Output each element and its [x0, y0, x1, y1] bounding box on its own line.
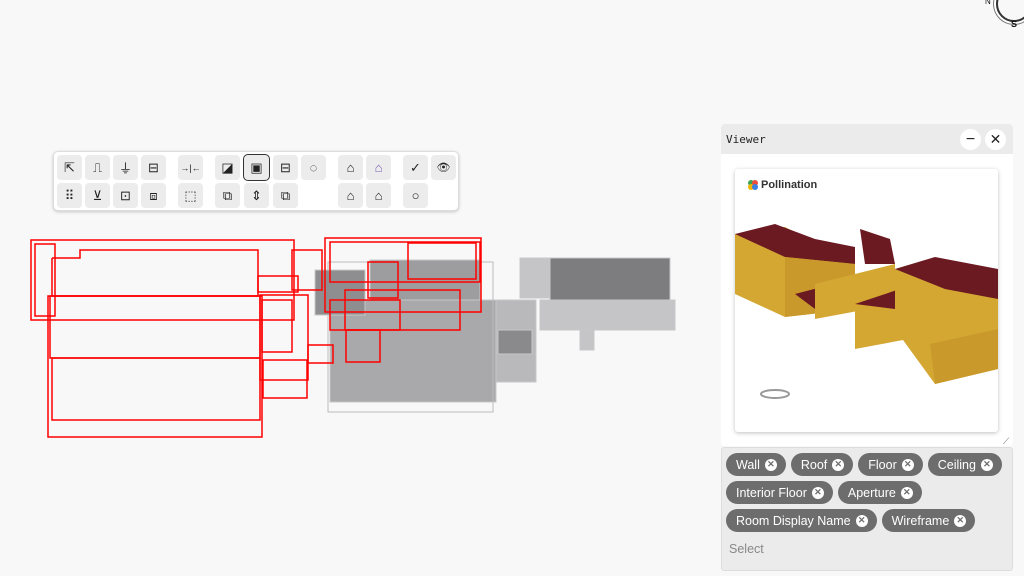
tag-aperture: Aperture✕: [837, 481, 922, 504]
split-box-button[interactable]: ⊟: [273, 155, 298, 180]
compass-north-label: N: [985, 0, 991, 6]
viewer-panel: Viewer − ✕ Pollination: [721, 124, 1013, 446]
union-button[interactable]: ◪: [215, 155, 240, 180]
overlap-squares-icon: ⧉: [280, 187, 291, 203]
building-shaded-icon: ⌂: [374, 160, 383, 175]
close-icon: ✕: [989, 131, 1002, 147]
remove-tag-icon[interactable]: ✕: [900, 486, 913, 499]
compass[interactable]: [996, 0, 1024, 22]
check-icon: ✓: [410, 159, 421, 175]
remove-tag-icon[interactable]: ✕: [901, 458, 914, 471]
vertical-resize-button[interactable]: ⇕: [244, 183, 269, 208]
tag-roof: Roof✕: [790, 453, 854, 476]
select-arrow-button[interactable]: ⇱: [57, 155, 82, 180]
pollination-logo-icon: [748, 180, 758, 190]
remove-tag-icon[interactable]: ✕: [980, 458, 993, 471]
remove-bar-icon: ⊻: [92, 187, 103, 203]
close-button[interactable]: ✕: [985, 129, 1006, 150]
tag-ceiling: Ceiling✕: [927, 453, 1002, 476]
grid-dots-button[interactable]: ⠿: [57, 183, 82, 208]
minimize-icon: −: [965, 130, 976, 148]
gray-rooms: [314, 257, 676, 413]
outline-shape-button[interactable]: ⧉: [215, 183, 240, 208]
eye-icon: 👁: [436, 162, 451, 174]
remove-bar-button[interactable]: ⊻: [85, 183, 110, 208]
remove-tag-icon[interactable]: ✕: [764, 458, 777, 471]
remove-tag-icon[interactable]: ✕: [811, 486, 824, 499]
window-box-icon: ⊡: [120, 187, 131, 203]
select-arrow-icon: ⇱: [64, 159, 75, 175]
3d-model-view[interactable]: Pollination: [735, 169, 998, 432]
frame-box-button[interactable]: ▣: [243, 154, 270, 181]
floor-plan-canvas[interactable]: [0, 0, 720, 576]
selected-rooms-outline: [30, 237, 482, 438]
minus-box-button[interactable]: ⊟: [141, 155, 166, 180]
eye-button[interactable]: 👁: [431, 155, 456, 180]
tag-wall: Wall✕: [726, 453, 786, 476]
select-input[interactable]: Select: [729, 541, 764, 556]
dashed-circle-button[interactable]: ◌: [301, 155, 326, 180]
grid-dots-icon: ⠿: [64, 187, 75, 203]
pollination-logo: Pollination: [747, 179, 817, 191]
dashed-circle-icon: ◌: [309, 160, 318, 175]
circle-button[interactable]: ○: [403, 183, 428, 208]
step-line-icon: ⎍: [92, 159, 103, 175]
frame-box-icon: ▣: [250, 159, 263, 175]
remove-tag-icon[interactable]: ✕: [832, 458, 845, 471]
circle-icon: ○: [411, 188, 420, 203]
remove-tag-icon[interactable]: ✕: [855, 514, 868, 527]
edit-toolbar: ⇱ ⎍ ⏚ ⊟ →|← ◪ ▣ ⊟ ◌ ⌂ ⌂ ✓ 👁 ⠿ ⊻ ⊡ ⧈ ⬚ ⧉ …: [53, 151, 459, 211]
split-box-icon: ⊟: [280, 159, 291, 175]
building-hide-icon: ⌂: [346, 188, 355, 203]
snap-point-button[interactable]: ⏚: [113, 155, 138, 180]
minus-box-icon: ⊟: [148, 159, 159, 175]
step-line-button[interactable]: ⎍: [85, 155, 110, 180]
viewer-title: Viewer: [726, 132, 766, 146]
building-stack-icon: ⌂: [346, 160, 355, 175]
outline-shape-icon: ⧉: [222, 187, 233, 203]
building-stack-button[interactable]: ⌂: [338, 155, 363, 180]
display-filter-select[interactable]: Wall✕ Roof✕ Floor✕ Ceiling✕ Interior Flo…: [721, 447, 1013, 571]
building-model: [735, 224, 998, 399]
vertical-resize-icon: ⇕: [251, 187, 262, 203]
merge-arrows-icon: →|←: [180, 162, 201, 173]
resize-handle[interactable]: ⟋: [1003, 436, 1010, 446]
snap-point-icon: ⏚: [118, 161, 132, 176]
union-shapes-icon: ◪: [221, 159, 234, 175]
inset-square-button[interactable]: ⧈: [141, 183, 166, 208]
dashed-square-button[interactable]: ⬚: [178, 183, 203, 208]
tag-wireframe: Wireframe✕: [881, 509, 976, 532]
overlap-squares-button[interactable]: ⧉: [273, 183, 298, 208]
merge-button[interactable]: →|←: [178, 155, 203, 180]
building-view-button[interactable]: ⌂: [366, 183, 391, 208]
building-view-icon: ⌂: [374, 188, 383, 203]
remove-tag-icon[interactable]: ✕: [954, 514, 967, 527]
dashed-square-icon: ⬚: [184, 187, 197, 203]
building-hide-button[interactable]: ⌂: [338, 183, 363, 208]
inset-square-icon: ⧈: [149, 187, 158, 203]
tag-room-display-name: Room Display Name✕: [726, 509, 877, 532]
window-box-button[interactable]: ⊡: [113, 183, 138, 208]
tag-floor: Floor✕: [858, 453, 923, 476]
tag-interior-floor: Interior Floor✕: [726, 481, 833, 504]
building-shaded-button[interactable]: ⌂: [366, 155, 391, 180]
check-button[interactable]: ✓: [403, 155, 428, 180]
compass-south-label: S: [1011, 19, 1018, 29]
minimize-button[interactable]: −: [960, 129, 981, 150]
